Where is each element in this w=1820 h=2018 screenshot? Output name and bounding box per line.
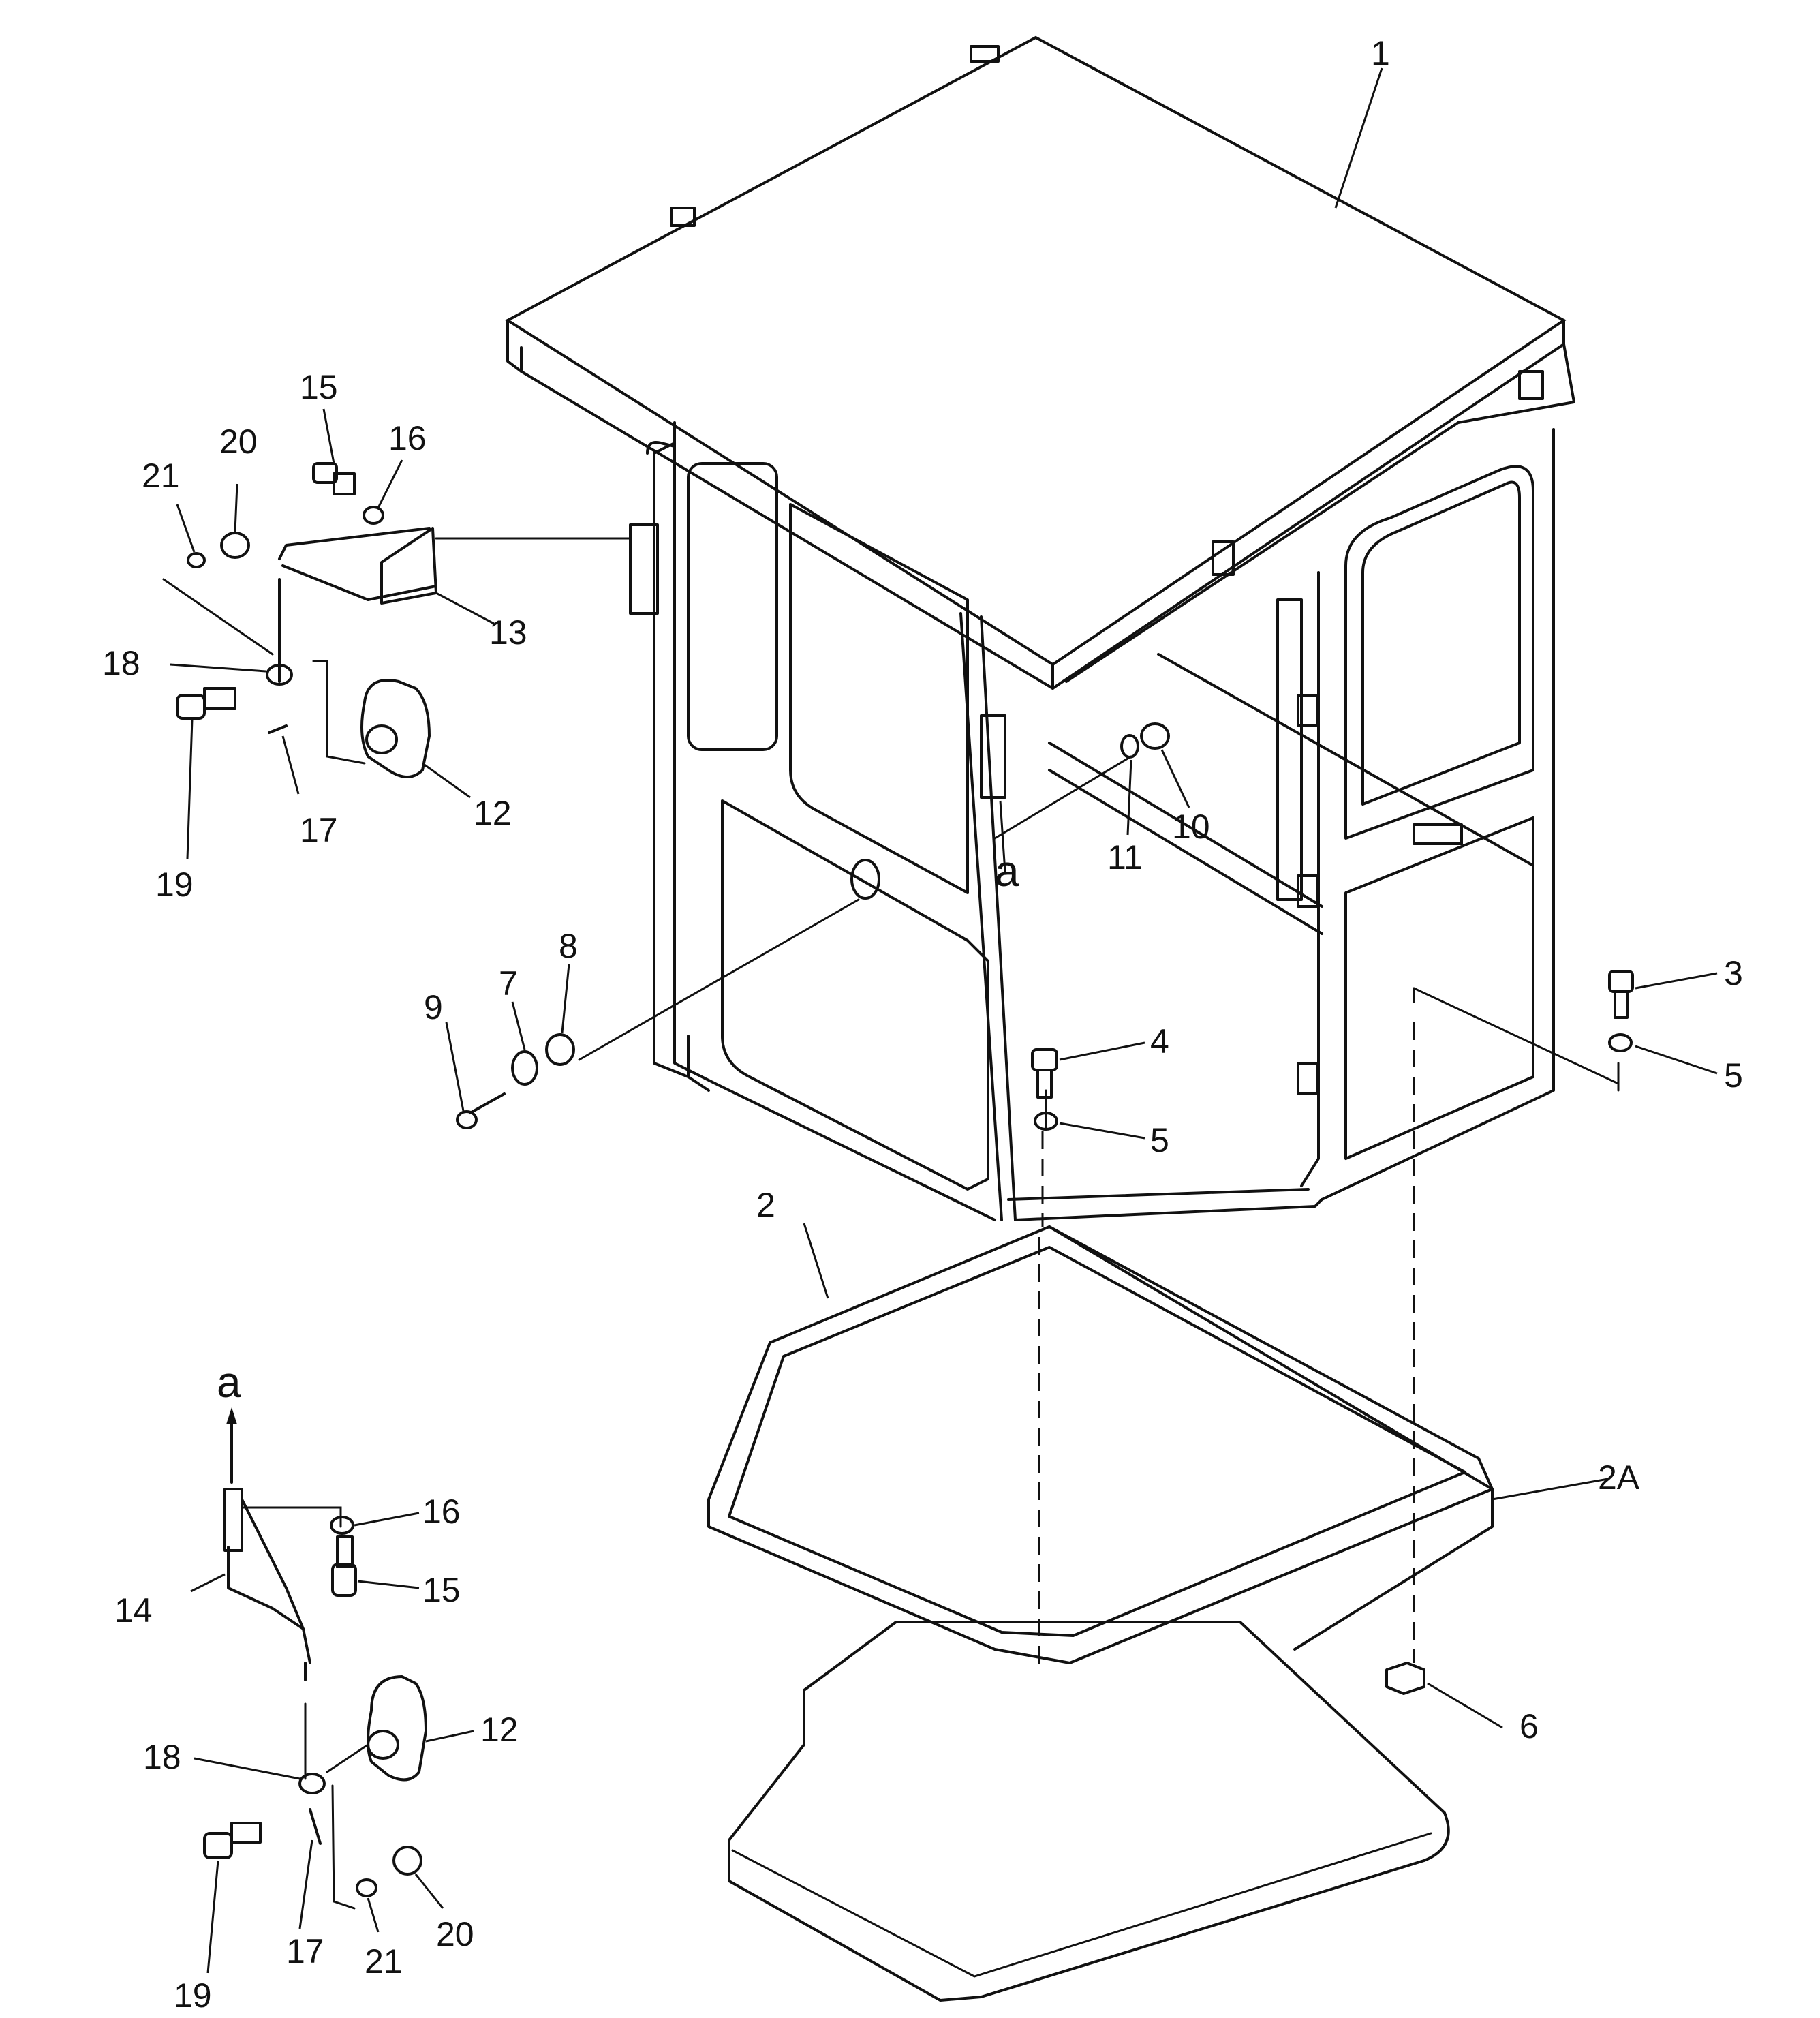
- leader-lines: [170, 67, 1718, 1974]
- callout-15-upper: 15: [300, 368, 338, 406]
- callout-7: 7: [499, 964, 518, 1003]
- floor-mat: [728, 1621, 1450, 2002]
- callout-20-upper: 20: [219, 423, 258, 461]
- washer-16-upper: [363, 506, 384, 525]
- callout-16-upper: 16: [388, 419, 427, 457]
- pin-17-lower: [309, 1808, 322, 1845]
- mirror-assembly-lower: [203, 1488, 427, 1910]
- callout-20-lower: 20: [436, 1915, 474, 1953]
- pin-17-upper: [268, 724, 288, 734]
- nut-20-lower: [392, 1846, 422, 1876]
- mirror-assembly-upper: [162, 462, 437, 778]
- washer-11: [1120, 734, 1139, 759]
- plate-7: [511, 1050, 538, 1086]
- callout-6: 6: [1520, 1707, 1539, 1745]
- callout-18-upper: 18: [102, 644, 140, 682]
- hardware: [162, 462, 1634, 1910]
- mirror-12-lower: [367, 1675, 427, 1782]
- bolt-4: [1031, 1048, 1058, 1099]
- callout-17-upper: 17: [300, 811, 338, 849]
- callout-13: 13: [489, 613, 527, 652]
- washer-5-right: [1608, 1033, 1633, 1052]
- callout-4: 4: [1150, 1022, 1169, 1060]
- callout-14: 14: [114, 1591, 153, 1630]
- callout-12-upper: 12: [474, 794, 512, 832]
- clamp-18-upper: [266, 664, 293, 686]
- bolt-19-upper: [176, 687, 236, 720]
- callout-8: 8: [559, 927, 578, 965]
- callout-21-upper: 21: [142, 457, 180, 495]
- callout-5-right: 5: [1724, 1056, 1743, 1095]
- washer-21-upper: [187, 552, 206, 568]
- callout-1: 1: [1371, 34, 1390, 72]
- cab-roof: [505, 35, 1575, 690]
- callout-15-lower: 15: [422, 1571, 461, 1609]
- callout-10: 10: [1172, 808, 1210, 846]
- callout-2a: 2A: [1598, 1458, 1640, 1497]
- callout-18-lower: 18: [143, 1738, 181, 1776]
- washer-5-center: [1034, 1112, 1058, 1131]
- ref-letter-a-cab: a: [995, 846, 1019, 896]
- clamp-18-lower: [298, 1773, 326, 1794]
- ref-letter-a-arrow: a: [217, 1358, 241, 1407]
- callout-19-lower: 19: [174, 1976, 212, 2015]
- cab-frame: [629, 421, 1555, 1221]
- callout-2: 2: [756, 1186, 775, 1224]
- washer-8: [545, 1033, 575, 1066]
- nut-10: [1140, 722, 1170, 750]
- reference-arrow-a: [226, 1407, 237, 1484]
- callout-3: 3: [1724, 954, 1743, 992]
- washer-16-lower: [330, 1516, 354, 1535]
- bolt-3: [1608, 970, 1634, 1019]
- mirror-12-upper: [360, 679, 431, 778]
- floor-seal: [707, 1225, 1494, 1664]
- washer-21-lower: [356, 1878, 377, 1897]
- callout-19-upper: 19: [155, 866, 194, 904]
- bolt-15-lower: [331, 1535, 357, 1597]
- callout-11: 11: [1107, 838, 1143, 876]
- callout-16-lower: 16: [422, 1493, 461, 1531]
- bolt-15-upper: [312, 462, 356, 495]
- callout-17-lower: 17: [286, 1932, 324, 1970]
- nut-20-upper: [220, 532, 250, 559]
- callout-labels: 1 2 2A 3 4 5 5 6 7 8 9 10 11 12 12 13 14…: [102, 34, 1743, 2015]
- callout-5-center: 5: [1150, 1121, 1169, 1159]
- screw-9: [456, 1092, 506, 1129]
- assembly-lines: [435, 537, 1620, 1670]
- callout-21-lower: 21: [365, 1942, 403, 1981]
- callout-9: 9: [424, 988, 443, 1026]
- bolt-19-lower: [203, 1822, 262, 1859]
- callout-12-lower: 12: [480, 1711, 519, 1749]
- nut-6: [1385, 1662, 1425, 1695]
